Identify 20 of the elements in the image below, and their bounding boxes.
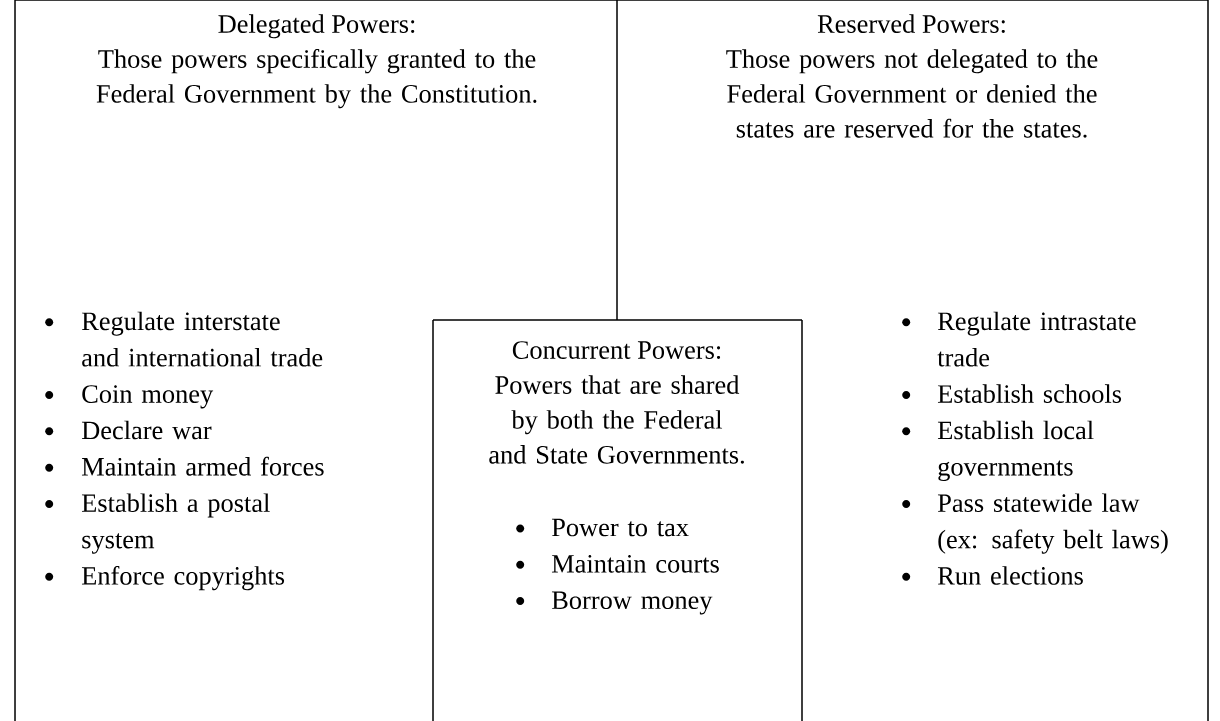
description: Those powers specifically granted to the Federal Government by the Constitution.	[96, 49, 537, 109]
list-item: Maintain courts	[551, 555, 719, 573]
list-item: Establish a postal system	[81, 493, 270, 554]
list-item: Pass statewide law (ex: safety belt laws)	[937, 493, 1168, 554]
heading: Delegated Powers:	[218, 14, 415, 39]
list-item: Maintain armed forces	[81, 456, 324, 476]
list-item: Borrow money	[551, 591, 713, 615]
list-item: Enforce copyrights	[81, 565, 285, 591]
list-item: Regulate intrastate trade	[937, 311, 1136, 367]
heading: Concurrent Powers:	[512, 341, 721, 360]
list-item: Establish local governments	[937, 420, 1094, 482]
list-item: Power to tax	[551, 518, 689, 537]
list-item: Declare war	[81, 420, 212, 440]
list-item: Run elections	[937, 566, 1083, 585]
description: Those powers not delegated to the Federal Government or denied the states are reserved for the states.	[726, 49, 1098, 138]
heading: Reserved Powers:	[817, 14, 1005, 34]
list-item: Coin money	[82, 385, 214, 409]
list-item: Establish schools	[937, 384, 1122, 403]
list-item: Regulate interstate and international trade	[81, 311, 323, 367]
description: Powers that are shared by both the Federal and State Governments.	[489, 375, 744, 464]
